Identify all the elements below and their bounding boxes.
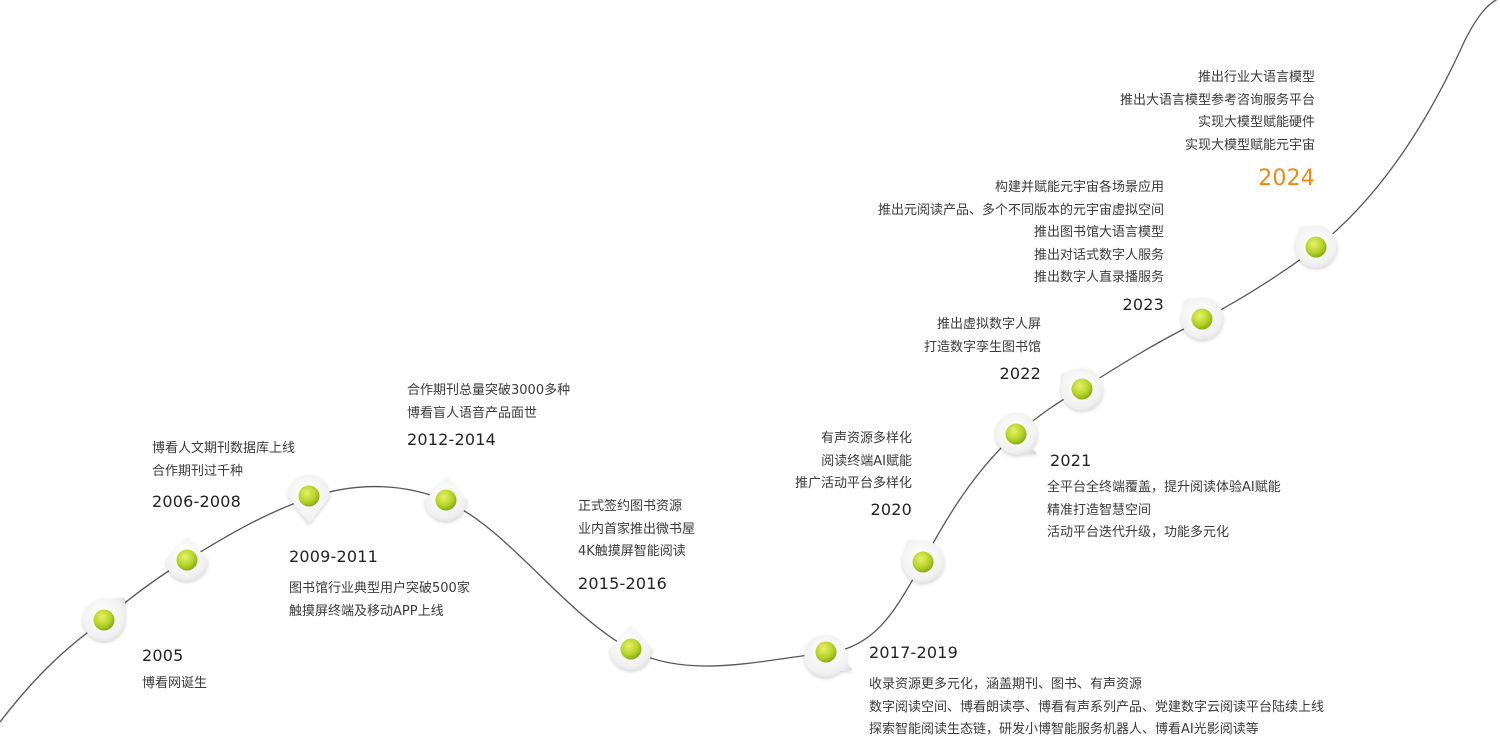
- milestone-text-2024: 推出行业大语言模型 推出大语言模型参考咨询服务平台 实现大模型赋能硬件 实现大模…: [1120, 67, 1315, 157]
- milestone-marker-2017-2019: [804, 634, 852, 677]
- milestone-line: 博看盲人语音产品面世: [407, 405, 538, 421]
- milestone-year-2020: 2020: [870, 500, 912, 519]
- milestone-line: 推出数字人直录播服务: [1033, 270, 1164, 285]
- pin-dot: [1305, 236, 1327, 258]
- milestone-line: 推出虚拟数字人屏: [936, 317, 1041, 332]
- milestone-marker-2022: [1060, 368, 1103, 411]
- milestone-line: 实现大模型赋能硬件: [1197, 115, 1315, 130]
- milestone-text-2021: 全平台全终端覆盖，提升阅读体验AI赋能 精准打造智慧空间 活动平台迭代升级，功能…: [1047, 477, 1281, 545]
- milestone-year-2009-2011: 2009-2011: [289, 547, 379, 566]
- pin-dot: [176, 549, 198, 571]
- milestone-marker-2006-2008: [166, 537, 208, 581]
- pin-dot: [815, 641, 837, 663]
- milestone-line: 推出大语言模型参考咨询服务平台: [1119, 92, 1315, 108]
- milestone-text-2017-2019: 收录资源更多元化，涵盖期刊、图书、有声资源 数字阅读空间、博看朗读亭、博看有声系…: [869, 674, 1324, 742]
- pin-dot: [912, 551, 934, 573]
- milestone-line: 博看人文期刊数据库上线: [152, 441, 296, 456]
- milestone-line: 4K触摸屏智能阅读: [578, 544, 686, 559]
- milestone-text-2023: 构建并赋能元宇宙各场景应用 推出元阅读产品、多个不同版本的元宇宙虚拟空间 推出图…: [878, 177, 1164, 290]
- pin-dot: [1005, 423, 1027, 445]
- milestone-marker-2024: [1295, 225, 1338, 268]
- milestone-year-2017-2019: 2017-2019: [869, 643, 959, 662]
- milestone-text-2009-2011: 图书馆行业典型用户突破500家 触摸屏终端及移动APP上线: [289, 578, 470, 623]
- pin-dot: [1191, 308, 1213, 330]
- milestone-marker-2021: [995, 412, 1038, 455]
- milestone-marker-2015-2016: [610, 626, 652, 670]
- pin-dot: [620, 638, 642, 660]
- milestone-text-2020: 有声资源多样化 阅读终端AI赋能 推广活动平台多样化: [795, 428, 912, 496]
- milestone-line: 构建并赋能元宇宙各场景应用: [994, 180, 1164, 195]
- pin-dot: [298, 485, 320, 507]
- milestone-line: 推出元阅读产品、多个不同版本的元宇宙虚拟空间: [877, 202, 1164, 218]
- milestone-line: 推广活动平台多样化: [794, 476, 912, 491]
- milestone-line: 有声资源多样化: [820, 431, 912, 446]
- milestone-line: 探索智能阅读生态链，研发小博智能服务机器人、博看AI光影阅读等: [869, 722, 1259, 737]
- milestone-year-2015-2016: 2015-2016: [578, 574, 668, 593]
- milestone-line: 全平台全终端覆盖，提升阅读体验AI赋能: [1047, 480, 1281, 495]
- milestone-year-2022: 2022: [999, 364, 1041, 383]
- milestone-year-2005: 2005: [142, 646, 184, 665]
- pin-dot: [1071, 378, 1093, 400]
- milestone-line: 触摸屏终端及移动APP上线: [289, 603, 444, 619]
- milestone-line: 活动平台迭代升级，功能多元化: [1047, 525, 1230, 540]
- milestone-marker-2009-2011: [288, 475, 330, 524]
- milestone-line: 阅读终端AI赋能: [821, 453, 912, 469]
- milestone-year-2021: 2021: [1050, 451, 1092, 470]
- milestone-marker-2005: [83, 598, 125, 641]
- milestone-year-2012-2014: 2012-2014: [407, 430, 497, 449]
- milestone-line: 收录资源更多元化，涵盖期刊、图书、有声资源: [869, 677, 1143, 692]
- milestone-line: 打造数字孪生图书馆: [923, 339, 1041, 355]
- milestone-text-2022: 推出虚拟数字人屏 打造数字孪生图书馆: [924, 314, 1041, 359]
- milestone-text-2015-2016: 正式签约图书资源 业内首家推出微书屋 4K触摸屏智能阅读: [578, 496, 695, 564]
- milestone-line: 正式签约图书资源: [578, 499, 683, 514]
- milestone-marker-2020: [902, 540, 945, 583]
- milestone-text-2005: 博看网诞生: [142, 673, 207, 696]
- milestone-line: 精准打造智慧空间: [1047, 502, 1152, 518]
- milestone-year-2006-2008: 2006-2008: [152, 492, 242, 511]
- pin-dot: [93, 609, 115, 631]
- milestone-marker-2023: [1181, 297, 1224, 340]
- milestone-line: 博看网诞生: [142, 676, 208, 691]
- milestone-year-2023: 2023: [1122, 295, 1164, 314]
- milestone-year-2024: 2024: [1258, 166, 1315, 191]
- pin-dot: [435, 489, 457, 511]
- milestone-line: 实现大模型赋能元宇宙: [1184, 137, 1315, 153]
- milestone-line: 合作期刊总量突破3000多种: [407, 383, 571, 398]
- milestone-line: 数字阅读空间、博看朗读亭、博看有声系列产品、党建数字云阅读平台陆续上线: [869, 699, 1325, 715]
- milestone-text-2012-2014: 合作期刊总量突破3000多种 博看盲人语音产品面世: [407, 380, 570, 425]
- milestone-text-2006-2008: 博看人文期刊数据库上线 合作期刊过千种: [152, 438, 295, 483]
- milestone-line: 合作期刊过千种: [152, 463, 244, 479]
- milestone-marker-2012-2014: [425, 477, 467, 521]
- milestone-line: 推出行业大语言模型: [1197, 70, 1315, 85]
- milestone-line: 推出图书馆大语言模型: [1033, 225, 1164, 240]
- milestone-line: 推出对话式数字人服务: [1033, 247, 1164, 263]
- milestone-line: 图书馆行业典型用户突破500家: [289, 581, 470, 596]
- milestone-line: 业内首家推出微书屋: [578, 521, 696, 537]
